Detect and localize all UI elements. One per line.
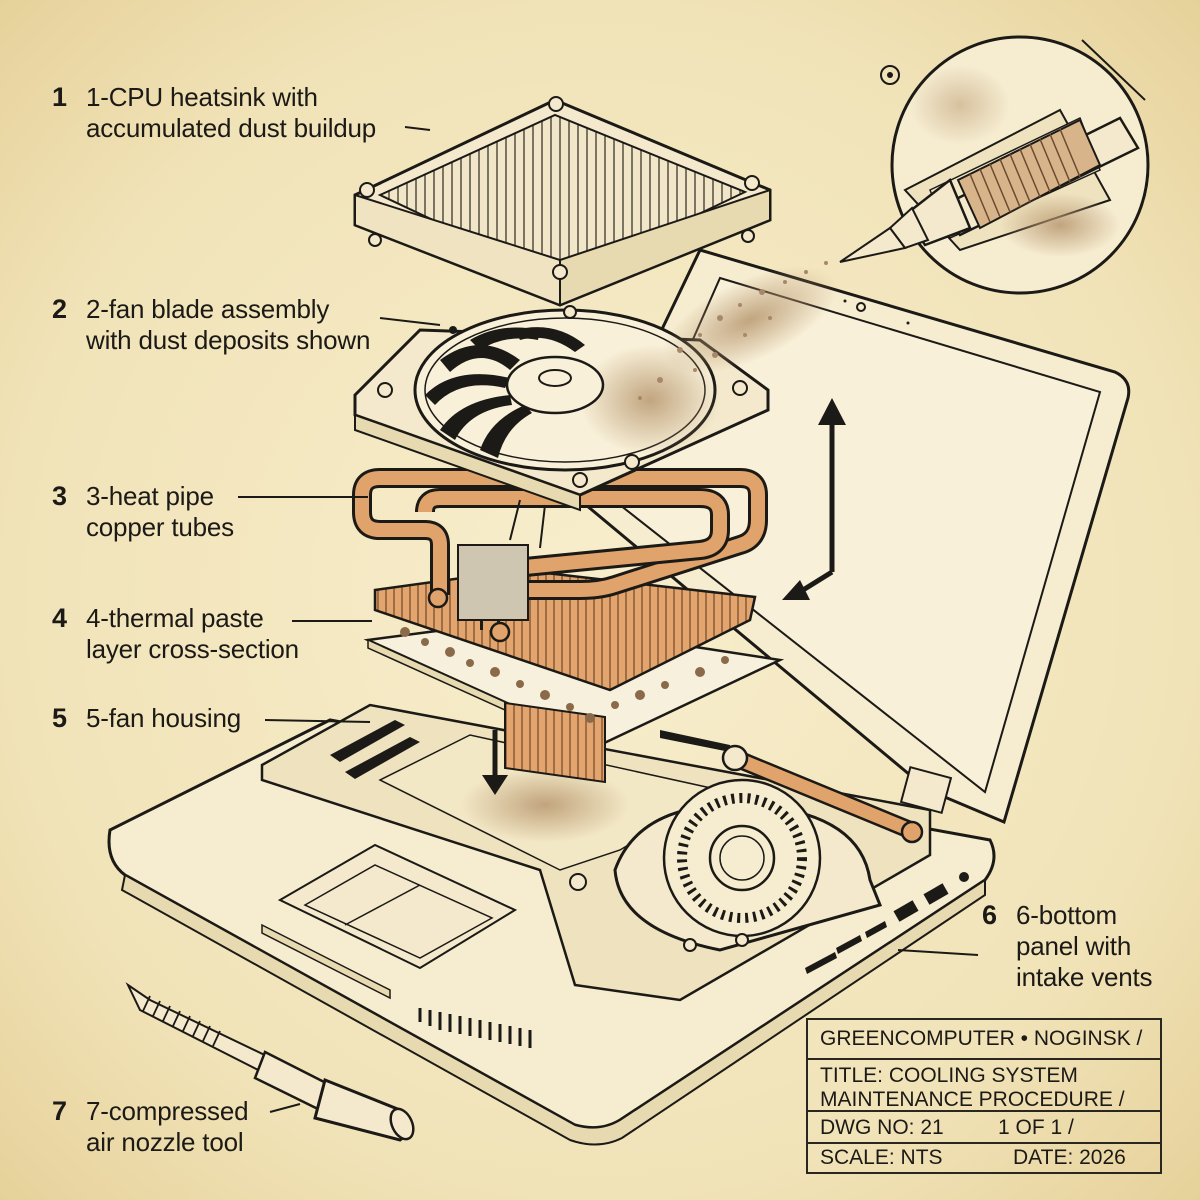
callout-text: 1-CPU heatsink with (86, 82, 318, 112)
disassembly-arrows (482, 398, 846, 795)
callout-text: 6-bottom (1016, 900, 1118, 930)
callout-text: 2-fan blade assembly (86, 294, 330, 324)
blower-fan (569, 744, 924, 952)
compressed-air-nozzle-tool (125, 982, 415, 1142)
title-line-1: TITLE: COOLING SYSTEM (820, 1064, 1078, 1087)
callout-number: 6 (982, 900, 997, 930)
dust-spray (638, 261, 838, 400)
registration-mark (880, 65, 900, 85)
callout-text: panel with (1016, 931, 1132, 961)
drawing-title-block: GREENCOMPUTER • NOGINSK / TITLE: COOLING… (806, 1018, 1162, 1174)
cpu-heatsink (353, 96, 772, 319)
callout-text: with dust deposits shown (86, 325, 371, 355)
callout-text: 4-thermal paste (86, 603, 264, 633)
sheet-number: 1 OF 1 / (998, 1116, 1074, 1139)
heat-pipes (352, 468, 768, 643)
detail-zoom-circle (839, 35, 1150, 295)
callout-number: 2 (52, 294, 67, 324)
callout-text: 7-compressed (86, 1096, 249, 1126)
callout-text: 5-fan housing (86, 703, 241, 733)
callout-leader-lines (238, 126, 979, 1113)
callout-number: 4 (52, 603, 67, 633)
callout-text: layer cross-section (86, 634, 299, 664)
callout-text: air nozzle tool (86, 1127, 244, 1157)
callout-text: copper tubes (86, 512, 234, 542)
callout-text: 3-heat pipe (86, 481, 214, 511)
callout-text: intake vents (1016, 962, 1153, 992)
callout-number: 7 (52, 1096, 67, 1126)
dwg-number: DWG NO: 21 (820, 1116, 944, 1139)
callout-number: 5 (52, 703, 67, 733)
title-block-dwg-row: DWG NO: 21 1 OF 1 / (808, 1112, 1160, 1144)
scale: SCALE: NTS (820, 1146, 943, 1169)
callout-number: 1 (52, 82, 67, 112)
title-block-scale-row: SCALE: NTS DATE: 2026 (808, 1144, 1160, 1172)
title-block-company: GREENCOMPUTER • NOGINSK / (808, 1020, 1160, 1060)
callout-number: 3 (52, 481, 67, 511)
title-line-2: MAINTENANCE PROCEDURE / (820, 1088, 1125, 1111)
title-block-title: TITLE: COOLING SYSTEM MAINTENANCE PROCED… (808, 1060, 1160, 1112)
callout-text: accumulated dust buildup (86, 113, 377, 143)
date: DATE: 2026 (1013, 1146, 1126, 1169)
